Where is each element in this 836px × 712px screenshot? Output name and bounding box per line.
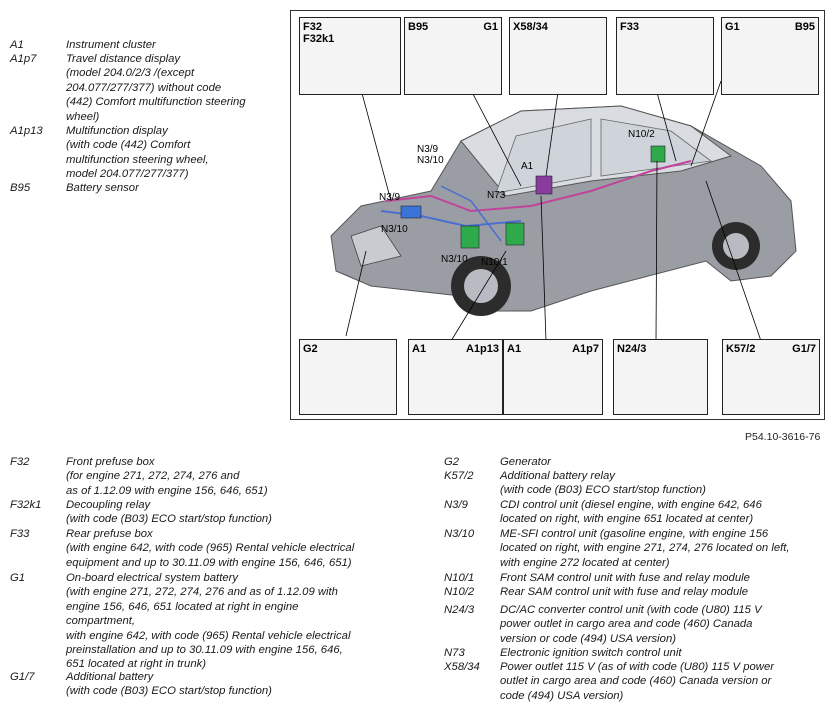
vehicle-illustration: [330, 70, 797, 342]
inset-label-secondary: G1: [483, 21, 498, 33]
legend-entry: K57/2 Additional battery relay (with code…: [444, 469, 836, 496]
inset-label: A1: [507, 343, 522, 355]
legend-code: N3/9: [444, 499, 468, 511]
legend-description: Multifunction display (with code (442) C…: [66, 125, 209, 181]
inset-label-secondary: B95: [794, 21, 815, 33]
bottom-inset: A1 A1p7: [503, 339, 603, 415]
legend-entry: A1p7 Travel distance display (model 204.0…: [10, 52, 430, 123]
legend-description: Additional battery relay (with code (B03…: [500, 470, 706, 497]
callout-a1: A1: [521, 161, 534, 172]
inset-label: N24/3: [617, 343, 647, 355]
bottom-inset: K57/2 G1/7: [722, 339, 820, 415]
inset-label: X58/34: [513, 21, 548, 33]
legend-description: Front SAM control unit with fuse and rel…: [500, 572, 750, 584]
top-inset: G1 B95: [721, 17, 819, 95]
inset-label: B95: [408, 21, 429, 33]
legend-code: G2: [444, 456, 460, 468]
legend-code: B95: [10, 182, 31, 194]
callout-n10-2: N10/2: [628, 129, 655, 140]
inset-label: G1: [725, 21, 740, 33]
legend-code: A1p13: [10, 125, 43, 137]
legend-description: Decoupling relay (with code (B03) ECO st…: [66, 499, 272, 526]
callout-n3-10-a: N3/10: [381, 224, 408, 235]
legend-code: N10/2: [444, 586, 475, 598]
top-inset: F32 F32k1: [299, 17, 401, 95]
legend-description: Front prefuse box (for engine 271, 272, …: [66, 456, 268, 497]
legend-entry: N10/1 Front SAM control unit with fuse an…: [444, 571, 836, 584]
top-inset: B95 G1: [404, 17, 502, 95]
callout-n73: N73: [487, 190, 506, 201]
legend-code: F32: [10, 456, 30, 468]
legend-entry: G1/7 Additional battery (with code (B03) …: [10, 670, 430, 697]
legend-code: K57/2: [444, 470, 474, 482]
legend-code: G1/7: [10, 671, 35, 683]
bottom-inset: N24/3: [613, 339, 708, 415]
bottom-inset: A1 A1p13: [408, 339, 503, 415]
inset-label-secondary: A1p13: [465, 343, 499, 355]
legend-entry: A1p13 Multifunction display (with code (4…: [10, 124, 430, 180]
legend-description: Rear prefuse box (with engine 642, with …: [66, 528, 355, 569]
legend-entry: G2 Generator: [444, 455, 836, 468]
legend-code: N24/3: [444, 604, 475, 616]
legend-description: CDI control unit (diesel engine, with en…: [500, 499, 762, 526]
callout-n3-9-n3-10: N3/9 N3/10: [417, 144, 444, 166]
callout-n10-1: N10/1: [481, 257, 508, 268]
legend-entry: A1 Instrument cluster: [10, 38, 430, 51]
legend-description: ME-SFI control unit (gasoline engine, wi…: [500, 528, 790, 569]
legend-description: Power outlet 115 V (as of with code (U80…: [500, 661, 774, 702]
legend-code: N10/1: [444, 572, 475, 584]
legend-description: Rear SAM control unit with fuse and rela…: [500, 586, 749, 598]
legend-code: X58/34: [444, 661, 480, 673]
legend-entry: N3/10 ME-SFI control unit (gasoline engin…: [444, 527, 836, 569]
legend-code: N3/10: [444, 528, 475, 540]
bottom-inset: G2: [299, 339, 397, 415]
legend-entry: G1 On-board electrical system battery (wi…: [10, 571, 430, 670]
top-inset: F33: [616, 17, 714, 95]
legend-entry: N24/3 DC/AC converter control unit (with …: [444, 603, 836, 645]
legend-description: Travel distance display (model 204.0/2/3…: [66, 53, 246, 123]
legend-description: Electronic ignition switch control unit: [500, 647, 682, 659]
callout-n3-9: N3/9: [379, 192, 401, 203]
legend-code: G1: [10, 572, 26, 584]
inset-label: G2: [303, 343, 318, 355]
legend-entry: N10/2 Rear SAM control unit with fuse and…: [444, 585, 836, 598]
legend-description: Generator: [500, 456, 551, 468]
legend-description: Instrument cluster: [66, 39, 156, 51]
inset-label-secondary: G1/7: [792, 343, 816, 355]
inset-label: F32 F32k1: [303, 21, 335, 45]
legend-entry: N73 Electronic ignition switch control un…: [444, 646, 836, 659]
legend-description: Additional battery (with code (B03) ECO …: [66, 671, 272, 698]
inset-label: K57/2: [726, 343, 756, 355]
legend-code: A1: [10, 39, 24, 51]
legend-entry: F33 Rear prefuse box (with engine 642, wi…: [10, 527, 430, 569]
legend-description: DC/AC converter control unit (with code …: [500, 604, 762, 645]
legend-code: A1p7: [10, 53, 37, 65]
inset-label-secondary: A1p7: [572, 343, 599, 355]
legend-code: F33: [10, 528, 30, 540]
legend-code: N73: [444, 647, 465, 659]
legend-description: On-board electrical system battery (with…: [66, 572, 351, 671]
callout-n3-10-b: N3/10: [441, 254, 468, 265]
legend-entry: F32 Front prefuse box (for engine 271, 27…: [10, 455, 430, 497]
top-inset: X58/34: [509, 17, 607, 95]
legend-entry: B95 Battery sensor: [10, 181, 430, 194]
figure-reference: P54.10-3616-76: [745, 431, 821, 443]
legend-entry: F32k1 Decoupling relay (with code (B03) E…: [10, 498, 430, 525]
legend-entry: N3/9 CDI control unit (diesel engine, wit…: [444, 498, 836, 525]
inset-label: A1: [412, 343, 427, 355]
legend-code: F32k1: [10, 499, 42, 511]
legend-description: Battery sensor: [66, 182, 139, 194]
inset-label: F33: [620, 21, 639, 33]
legend-entry: X58/34 Power outlet 115 V (as of with cod…: [444, 660, 836, 702]
